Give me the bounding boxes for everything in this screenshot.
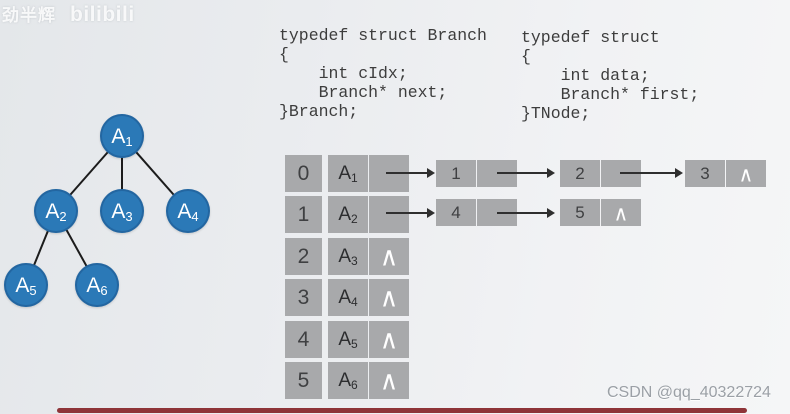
cell-label: A	[338, 370, 351, 391]
cell-subscript: 6	[351, 377, 358, 392]
bilibili-watermark: 劲半辉 bilibili	[2, 1, 135, 27]
node-label: A	[111, 124, 126, 148]
list-node-value: 1	[436, 160, 476, 187]
null-symbol: ∧	[379, 241, 399, 272]
cell-subscript: 3	[351, 253, 358, 268]
node-subscript: 1	[125, 133, 133, 149]
list-node-next: ∧	[726, 160, 766, 187]
arrow-table1-to-node4	[386, 208, 435, 218]
table-pointer-cell: ∧	[369, 279, 409, 316]
list-node-value: 2	[560, 160, 600, 187]
cell-subscript: 5	[351, 336, 358, 351]
table-pointer-cell: ∧	[369, 362, 409, 399]
null-symbol: ∧	[738, 160, 754, 187]
node-subscript: 4	[191, 208, 199, 224]
cell-label: A	[338, 246, 351, 267]
node-subscript: 5	[29, 282, 37, 298]
video-progress-bar[interactable]	[57, 408, 747, 413]
node-label: A	[86, 273, 101, 297]
cell-subscript: 2	[351, 211, 358, 226]
csdn-watermark: CSDN @qq_40322724	[607, 384, 771, 401]
node-label: A	[111, 199, 126, 223]
list-node-next: ∧	[601, 199, 641, 226]
uploader-name: 劲半辉	[2, 6, 56, 25]
list-node-value: 3	[685, 160, 725, 187]
node-subscript: 6	[100, 282, 108, 298]
list-node-value: 5	[560, 199, 600, 226]
arrow-node1-to-node2	[497, 168, 555, 178]
code-tnode-struct: typedef struct { int data; Branch* first…	[521, 28, 700, 123]
null-symbol: ∧	[379, 324, 399, 355]
null-symbol: ∧	[379, 365, 399, 396]
table-pointer-cell	[369, 196, 409, 233]
bilibili-logo: bilibili	[70, 3, 135, 26]
node-label: A	[177, 199, 192, 223]
node-label: A	[15, 273, 30, 297]
null-symbol: ∧	[613, 199, 629, 226]
node-subscript: 2	[59, 208, 67, 224]
table-index-cell: 2	[285, 238, 322, 275]
code-branch-struct: typedef struct Branch { int cIdx; Branch…	[279, 26, 487, 121]
arrow-node2-to-node3	[620, 168, 683, 178]
node-subscript: 3	[125, 208, 133, 224]
arrow-node4-to-node5	[497, 208, 555, 218]
cell-label: A	[338, 204, 351, 225]
list-node-value: 4	[436, 199, 476, 226]
cell-subscript: 1	[351, 170, 358, 185]
null-symbol: ∧	[379, 282, 399, 313]
cell-label: A	[338, 163, 351, 184]
table-index-cell: 4	[285, 321, 322, 358]
table-index-cell: 0	[285, 155, 322, 192]
cell-subscript: 4	[351, 294, 358, 309]
cell-label: A	[338, 287, 351, 308]
arrow-table0-to-node1	[386, 168, 435, 178]
table-index-cell: 3	[285, 279, 322, 316]
table-pointer-cell: ∧	[369, 238, 409, 275]
table-index-cell: 1	[285, 196, 322, 233]
table-pointer-cell: ∧	[369, 321, 409, 358]
cell-label: A	[338, 329, 351, 350]
node-label: A	[45, 199, 60, 223]
table-index-cell: 5	[285, 362, 322, 399]
